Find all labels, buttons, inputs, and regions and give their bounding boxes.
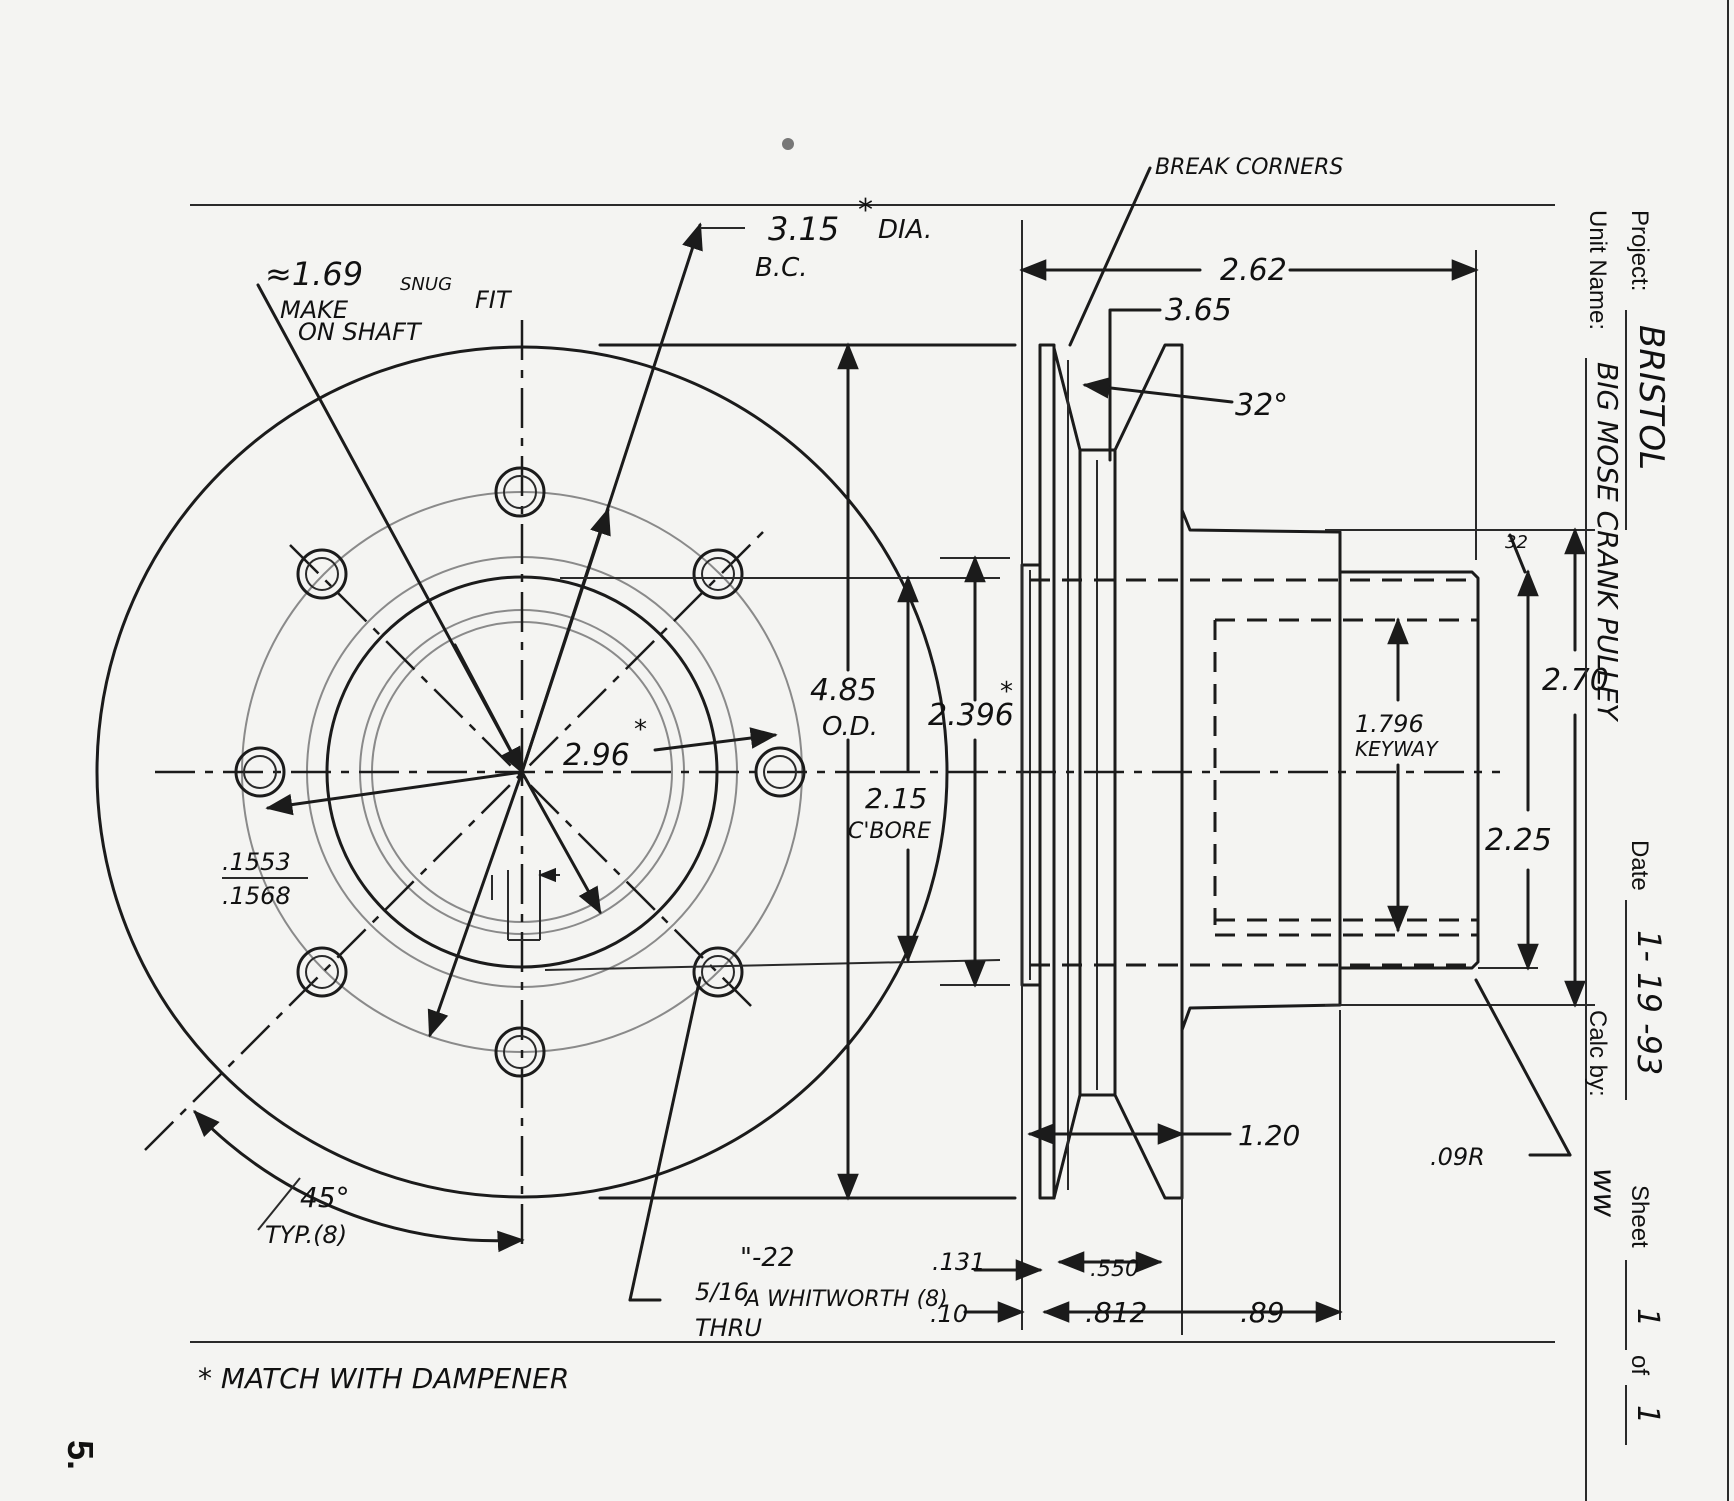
chamfer-value: 32 xyxy=(1505,532,1528,553)
dim-550: .550 xyxy=(1090,1257,1139,1282)
of-label: of xyxy=(1626,1355,1653,1375)
thread-note: THRU xyxy=(695,1314,762,1342)
dim-89: .89 xyxy=(1240,1296,1285,1329)
title-block: Project: BRISTOL Unit Name: BIG MOSE CRA… xyxy=(1584,210,1671,1501)
unit-name-value: BIG MOSE CRANK PULLEY xyxy=(1591,362,1624,722)
od-label: O.D. xyxy=(822,712,878,742)
footnote: * MATCH WITH DAMPENER xyxy=(198,1362,569,1395)
bc-dia-star: * xyxy=(858,193,873,228)
drawing-border xyxy=(190,0,1729,1501)
side-view xyxy=(837,166,1595,1335)
keyway-label: KEYWAY xyxy=(1355,737,1439,761)
bolt-hole xyxy=(692,946,744,998)
overall-length: 2.62 xyxy=(1220,253,1287,288)
thread-pitch: "-22 xyxy=(740,1243,794,1273)
sheet-value: 1 xyxy=(1630,1308,1665,1327)
project-value: BRISTOL xyxy=(1631,325,1671,470)
pin-dim-upper: .1553 xyxy=(222,848,291,876)
shaft-snug: SNUG xyxy=(400,274,452,295)
shaft-note-make: MAKE xyxy=(280,296,349,324)
bc-dia-suffix: DIA. xyxy=(878,215,932,245)
sheet-label: Sheet xyxy=(1626,1185,1653,1248)
cbore-value: 2.15 xyxy=(865,782,927,815)
angle-value: 45° xyxy=(300,1181,350,1214)
bore-diameter: 2.25 xyxy=(1485,823,1552,858)
date-value: 1- 19 -93 xyxy=(1630,930,1668,1075)
bolt-hole xyxy=(494,1026,546,1078)
project-label: Project: xyxy=(1626,210,1653,291)
angle-note: TYP.(8) xyxy=(265,1221,347,1249)
keyway-value: 1.796 xyxy=(1355,710,1424,738)
calc-by-value: ww xyxy=(1586,1168,1621,1218)
dim-812: .812 xyxy=(1085,1296,1147,1329)
shaft-note-shaft: ON SHAFT xyxy=(298,318,423,346)
bolt-hole xyxy=(494,466,546,518)
dim-131: .131 xyxy=(932,1248,985,1276)
cbore-label: C'BORE xyxy=(848,819,931,844)
bolt-hole xyxy=(296,946,348,998)
groove-diameter: 3.65 xyxy=(1165,293,1232,328)
r296-value: 2.96 xyxy=(563,738,630,773)
front-view xyxy=(95,222,1017,1302)
od-value: 4.85 xyxy=(810,673,877,708)
page-number: 5. xyxy=(60,1440,101,1470)
pin-dim-lower: .1568 xyxy=(222,882,291,910)
of-value: 1 xyxy=(1630,1405,1665,1424)
r296-star: * xyxy=(634,715,647,745)
shaft-note-fit: FIT xyxy=(475,286,513,314)
hub-diameter: 2.70 xyxy=(1542,663,1609,698)
front-view-labels: 3.15 * DIA. B.C. ≈1.69 SNUG MAKE FIT ON … xyxy=(222,193,948,1342)
flange-width: 1.20 xyxy=(1238,1119,1300,1152)
bolt-hole xyxy=(234,746,286,798)
fillet-radius: .09R xyxy=(1430,1143,1485,1171)
calc-by-label: Calc by: xyxy=(1584,1010,1611,1097)
unit-name-label: Unit Name: xyxy=(1584,210,1611,330)
thread-size: 5/16 xyxy=(695,1278,749,1306)
side-view-labels: BREAK CORNERS 2.62 3.65 32° 4.85 O.D. 2.… xyxy=(810,155,1609,1329)
thread-spec: A WHITWORTH (8) xyxy=(743,1287,948,1312)
bolt-hole xyxy=(692,548,744,600)
bc-dia-value: 3.15 xyxy=(768,210,839,248)
pilot-star: * xyxy=(1000,677,1013,707)
dim-10: .10 xyxy=(930,1300,968,1328)
bolt-hole xyxy=(754,746,806,798)
date-label: Date xyxy=(1626,840,1653,891)
bc-label: B.C. xyxy=(755,253,808,283)
groove-angle: 32° xyxy=(1235,388,1288,423)
break-corners-note: BREAK CORNERS xyxy=(1155,155,1343,180)
bolt-hole xyxy=(296,548,348,600)
pilot-diameter: 2.396 xyxy=(928,698,1014,733)
shaft-dimension: ≈1.69 xyxy=(265,255,363,293)
